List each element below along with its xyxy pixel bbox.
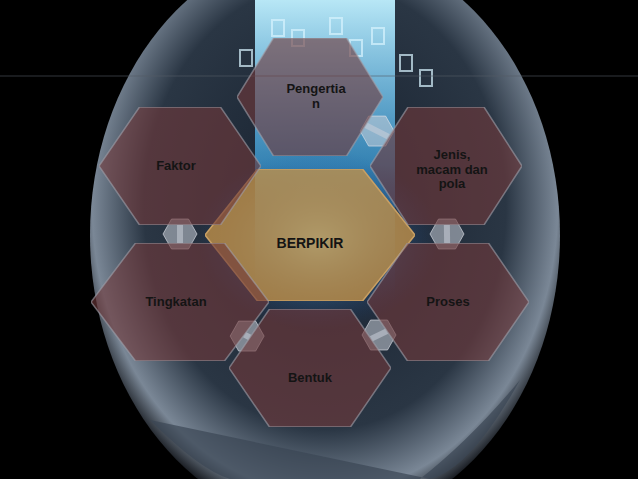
node-label: Pengertia n [281, 82, 351, 112]
node-label: Jenis, macam dan pola [415, 148, 489, 193]
hexagon-outline [91, 243, 269, 361]
topic-hexagon: Bentuk [229, 309, 391, 427]
node-label: Proses [408, 295, 488, 310]
topic-hexagon: Pengertia n [237, 38, 383, 156]
hexagon-outline [229, 309, 391, 427]
hexagon-outline [99, 107, 261, 225]
hexagon-outline [237, 38, 383, 156]
node-label: BERPIKIR [255, 235, 365, 251]
topic-hexagon: Tingkatan [91, 243, 269, 361]
hexagon-outline [367, 243, 529, 361]
node-label: Bentuk [270, 371, 350, 386]
hexagon-outline [370, 107, 522, 225]
node-label: Tingkatan [131, 295, 221, 310]
topic-hexagon: Faktor [99, 107, 261, 225]
topic-hexagon: Proses [367, 243, 529, 361]
topic-hexagon: Jenis, macam dan pola [370, 107, 522, 225]
hexagon-shape [229, 309, 391, 427]
hexagon-shape [237, 38, 383, 156]
node-label: Faktor [136, 159, 216, 174]
